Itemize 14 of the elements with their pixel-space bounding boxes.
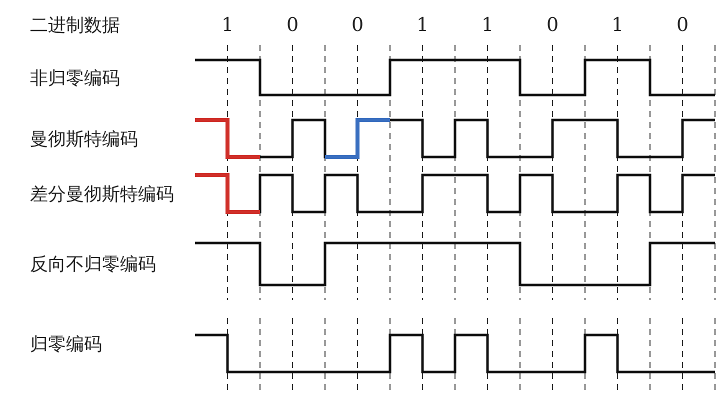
bit-value: 1 xyxy=(221,14,234,36)
bit-value: 0 xyxy=(676,14,689,36)
bit-value: 1 xyxy=(416,14,429,36)
row-label: 差分曼彻斯特编码 xyxy=(30,182,174,206)
row-label: 曼彻斯特编码 xyxy=(30,128,138,150)
row-label: 非归零编码 xyxy=(30,66,120,90)
bit-value: 1 xyxy=(611,14,624,36)
bit-value: 0 xyxy=(546,14,559,36)
row-label: 二进制数据 xyxy=(30,14,120,37)
row-label: 反向不归零编码 xyxy=(30,253,156,276)
bit-value: 0 xyxy=(351,14,364,36)
row-label: 归零编码 xyxy=(30,332,102,356)
bit-value: 0 xyxy=(286,14,299,36)
bit-value: 1 xyxy=(481,14,494,36)
